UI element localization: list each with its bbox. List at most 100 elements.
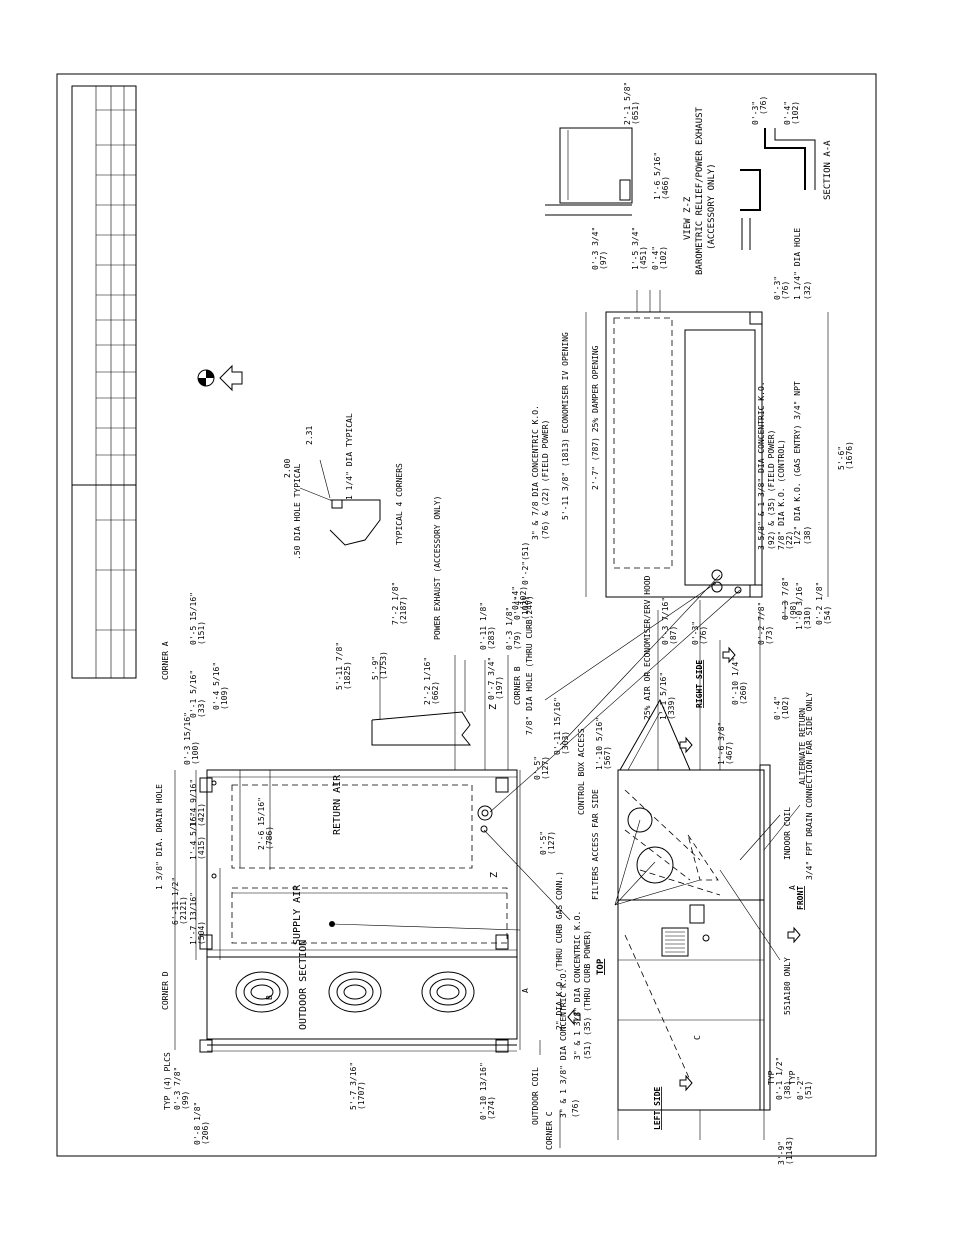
dim-text: (1676) [845,441,854,470]
dim-text: (87) [669,626,678,645]
dim-text: 0'-3" [691,621,700,645]
ko-field-power-label-1: 3" & 7/8 DIA CONCENTRIC K.O. [531,405,540,540]
dim-text: 0'-8 1/8" [193,1102,202,1145]
corner-hole-label: .50 DIA HOLE TYPICAL [293,463,302,560]
fpt-drain-label: 3/4" FPT DRAIN CONNECTION FAR SIDE ONLY [805,692,814,880]
ko-3dia-label-2: (51) (35) (THRU CURB POWER) [583,930,592,1060]
dim-text: 0'-10 1/4" [731,657,740,705]
dim-text: 5'-9" [371,656,380,680]
dim-text: 0'-3" [751,101,760,125]
ko-field-power-label-2: (76) & (22) (FIELD POWER) [541,420,550,540]
dim-text: 5'-6" [837,446,846,470]
dim-c-label: C [693,1035,702,1040]
dim-text: (54) [823,606,832,625]
dim-text: 2'-1 5/8" [623,82,632,125]
left-side-label: LEFT SIDE [653,1086,662,1130]
dia-hole-label: 1 1/4" DIA HOLE [793,228,802,300]
corner-d-label: CORNER D [161,971,170,1010]
dim-text: (76) [781,281,790,300]
corner-d1-label: 2.00 [283,459,292,478]
dim-text: 1'-7 13/16" [189,892,198,945]
dim-text: (76) [699,626,708,645]
airflow-arrow-icon [567,1008,581,1026]
only-551a180-label: 551A180 ONLY [783,957,792,1015]
typ2-label: TYP [788,1070,797,1085]
z2-label: Z [489,872,500,878]
corner-detail [299,459,381,546]
outdoor-section-label: OUTDOOR SECTION [298,940,309,1030]
dim-text: (1753) [379,651,388,680]
dim-text: (109) [220,686,229,710]
dim-text: (415) [197,836,206,860]
dim-text: (339) [667,696,676,720]
dim-text: (1707) [357,1081,366,1110]
dim-text: 0'-3 7/8" [781,577,790,620]
dim-text: (102) [791,101,800,125]
right-view [605,311,763,598]
airflow-arrow-icon [787,926,801,944]
dim-text: (102) [781,696,790,720]
dim-text: (51) [804,1081,813,1100]
dimension-lines [174,290,829,1148]
dim-text: (303) [561,731,570,755]
top-view [199,660,518,1053]
dim-text: 1'-4 9/16" [189,779,198,827]
ko-field-power-b-label-1: 3 5/8" & 1 3/8" DIA CONCENTRIC K.O. [757,381,766,550]
dim-text: (451) [639,246,648,270]
corner-a-label: CORNER A [161,641,170,680]
dim-text: (76) [759,96,768,115]
dim-text: 1'-6 3/8" [717,722,726,765]
corner-b-label: CORNER B [513,666,522,705]
dim-text: 0'-2 7/8" [757,602,766,645]
dim-text: (98) [789,601,798,620]
z1-label: Z [488,704,499,710]
dim-text: 1'-4 5/16" [189,812,198,860]
dim-text: 0'-5" [533,756,542,780]
indoor-coil-label: INDOOR COIL [783,807,792,860]
dim-text: 1'-1 5/16" [659,672,668,720]
dim-text: (2121) [179,896,188,925]
dim-text: (79) [513,631,522,650]
dim-text: 0'-3 15/16" [183,712,192,765]
dim-text: (274) [487,1096,496,1120]
ko-control-mm: (22) [785,531,794,550]
dim-text: 0'-1 5/16" [189,670,198,718]
dim-text: 0'-1 1/2" [775,1057,784,1100]
dim-text: 1'-5 3/4" [631,227,640,270]
corner-big-hole-label: 1 1/4" DIA TYPICAL [345,413,354,500]
outdoor-coil-label: OUTDOOR COIL [531,1067,540,1125]
ko-3dia-label-1: 3" & 1 3/8" DIA CONCENTRIC K.O. [573,911,582,1060]
dim-text: (33) [197,699,206,718]
dim-text: (504) [197,921,206,945]
filters-label: FILTERS ACCESS FAR SIDE [591,789,600,900]
view-zz-title-2: BAROMETRIC RELIEF/POWER EXHAUST [695,106,705,275]
corner-c-label: CORNER C [545,1111,554,1150]
dim-text: (421) [197,803,206,827]
alt-return-label: ALTERNATE RETURN [798,708,807,785]
dim-text: 0'-7 3/4" [487,657,496,700]
dia-hole-mm: (32) [803,281,812,300]
airflow-arrow-icon [679,736,693,754]
dim-text: 1'-0 3/16" [795,582,804,630]
dim-text: (467) [725,741,734,765]
drain-hole-label: 1 3/8" DIA. DRAIN HOLE [155,784,164,890]
dim-text: (197) [495,676,504,700]
dim-text: (310) [803,606,812,630]
economizer-hood-label: 25% AIR OR ECONOMISER/ERV HOOD [643,575,652,720]
dim-text: 0'-11 15/16" [553,697,562,755]
power-exhaust-label: POWER EXHAUST (ACCESSORY ONLY) [433,496,442,641]
section-aa [740,128,816,250]
dim-b-label: B [265,995,274,1000]
front-view [617,698,771,1111]
corner-c-ko-label: 3" & 1 3/8" DIA CONCENTRIC K.O. [559,969,568,1118]
center-of-gravity-icon [197,369,215,387]
dim-text: (466) [661,176,670,200]
dim-text: 5'-7 3/16" [349,1062,358,1110]
dim-text: 0'-10 13/16" [479,1062,488,1120]
dim-text: 3'-9" [777,1141,786,1165]
dim-text: 0'-3 7/16" [661,597,670,645]
dim-text: 2'-6 15/16" [257,797,266,850]
dim-text: 0'-4" [511,586,520,610]
typ-label: TYP [767,1070,776,1085]
